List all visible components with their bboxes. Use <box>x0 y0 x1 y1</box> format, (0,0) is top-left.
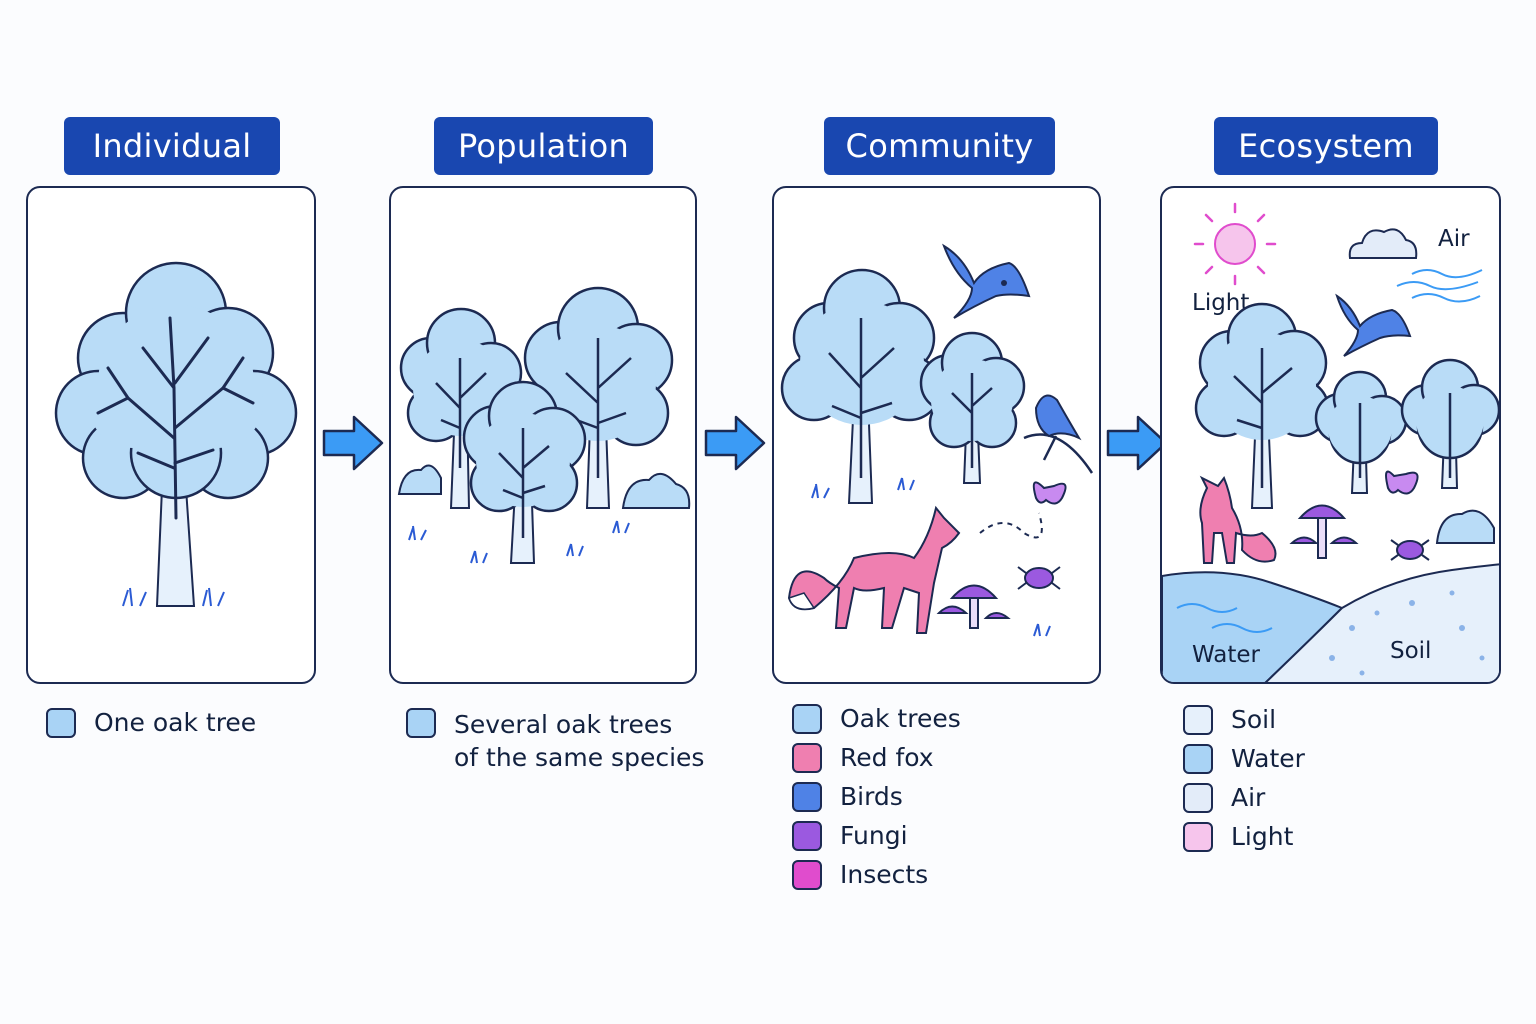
arrow-icon <box>704 415 766 471</box>
sun-icon <box>1193 202 1277 286</box>
oak-tree-illustration <box>1194 302 1499 509</box>
butterfly-icon <box>979 481 1067 539</box>
beetle-icon <box>1390 539 1430 561</box>
panel-population <box>389 186 697 684</box>
legend-item: Fungi <box>792 821 961 851</box>
individual-scene <box>54 261 298 607</box>
legend-swatch <box>792 860 822 890</box>
legend-swatch <box>1183 822 1213 852</box>
legend-item: Oak trees <box>792 704 961 734</box>
legend-label: Several oak trees of the same species <box>454 710 705 772</box>
legend-label: Birds <box>840 782 903 811</box>
fox-icon <box>1199 475 1277 564</box>
community-scene <box>780 243 1094 637</box>
oak-trees-illustration <box>397 286 691 564</box>
panel-individual <box>26 186 316 684</box>
legend-swatch <box>1183 744 1213 774</box>
legend-item: Birds <box>792 782 961 812</box>
legend-label: Insects <box>840 860 929 889</box>
fox-icon <box>787 505 961 634</box>
legend-swatch <box>792 743 822 773</box>
arrow-icon <box>322 415 384 471</box>
legend-swatch <box>1183 705 1213 735</box>
bird-icon <box>942 243 1031 319</box>
air-label: Air <box>1438 226 1470 252</box>
mushroom-icon <box>1289 504 1359 559</box>
legend-label: Soil <box>1231 705 1277 734</box>
legend-swatch <box>46 708 76 738</box>
legend-community: Oak trees Red fox Birds Fungi Insects <box>792 704 961 899</box>
water-label: Water <box>1192 642 1261 668</box>
soil-area <box>1264 563 1499 682</box>
oak-tree-illustration <box>54 261 298 607</box>
legend-swatch <box>792 821 822 851</box>
legend-item: Light <box>1183 822 1305 852</box>
legend-population: Several oak trees of the same species <box>406 708 704 783</box>
legend-item: Air <box>1183 783 1305 813</box>
legend-label: Fungi <box>840 821 908 850</box>
legend-label: One oak tree <box>94 708 257 737</box>
legend-ecosystem: Soil Water Air Light <box>1183 705 1305 861</box>
butterfly-icon <box>1385 470 1419 495</box>
title-community: Community <box>824 117 1055 175</box>
legend-item: Red fox <box>792 743 961 773</box>
legend-item: Several oak trees of the same species <box>406 708 704 774</box>
bird-icon <box>1335 293 1412 357</box>
mushroom-icon <box>936 584 1011 629</box>
legend-label: Oak trees <box>840 704 961 733</box>
bird-icon <box>1023 394 1094 474</box>
legend-swatch <box>792 782 822 812</box>
title-ecosystem: Ecosystem <box>1214 117 1438 175</box>
oak-tree-illustration <box>780 268 943 504</box>
arrow-icon <box>1106 415 1168 471</box>
legend-item: Insects <box>792 860 961 890</box>
legend-individual: One oak tree <box>46 708 256 747</box>
ecosystem-scene: Light Air <box>1162 202 1499 682</box>
title-population: Population <box>434 117 653 175</box>
legend-item: One oak tree <box>46 708 256 738</box>
cloud-icon <box>1348 228 1418 259</box>
legend-swatch <box>792 704 822 734</box>
panel-community <box>772 186 1101 684</box>
soil-label: Soil <box>1390 638 1431 664</box>
beetle-icon <box>1017 566 1061 590</box>
oak-tree-illustration <box>919 331 1026 484</box>
panel-ecosystem: Light Air <box>1160 186 1501 684</box>
legend-item: Soil <box>1183 705 1305 735</box>
wind-icon <box>1396 269 1483 303</box>
legend-label: Light <box>1231 822 1294 851</box>
legend-label: Water <box>1231 744 1305 773</box>
population-scene <box>397 286 691 564</box>
legend-label: Air <box>1231 783 1266 812</box>
title-individual: Individual <box>64 117 280 175</box>
legend-swatch <box>406 708 436 738</box>
legend-item: Water <box>1183 744 1305 774</box>
legend-swatch <box>1183 783 1213 813</box>
legend-label: Red fox <box>840 743 934 772</box>
